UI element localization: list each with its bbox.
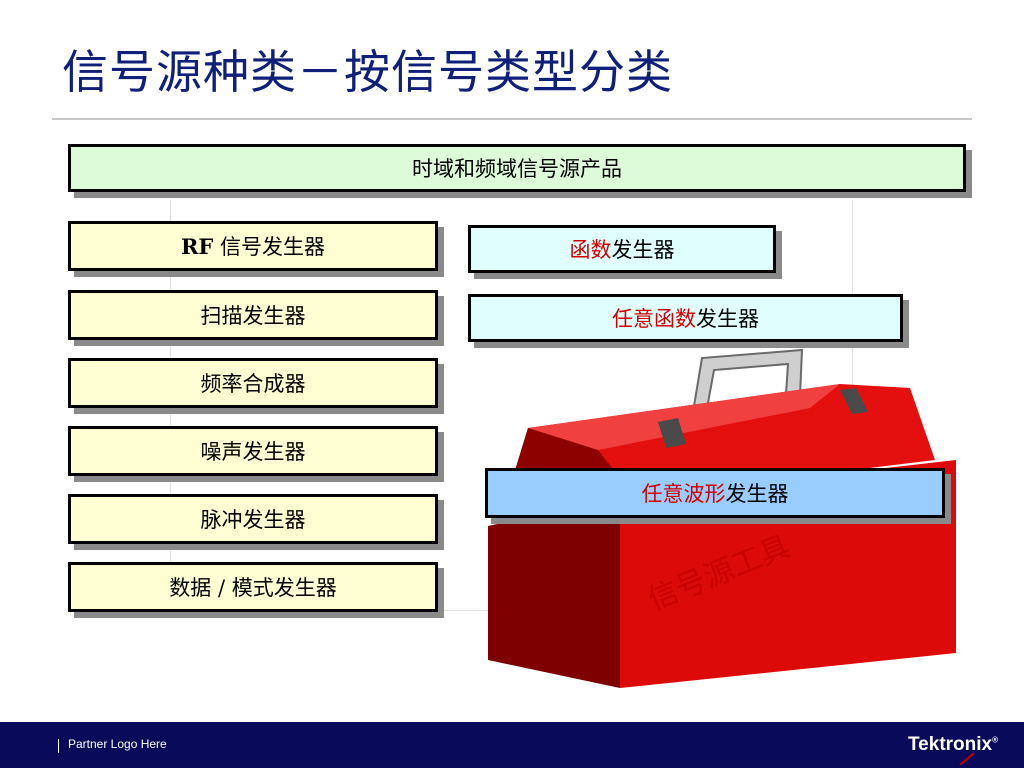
function-generator-highlight: 函数: [569, 238, 612, 262]
rf-signal-generator-box: RF 信号发生器: [68, 221, 438, 271]
page-title: 信号源种类－按信号类型分类: [62, 45, 673, 99]
data-pattern-generator-label: 数据 / 模式发生器: [169, 576, 337, 600]
toolbox-lid-top: [528, 384, 840, 450]
toolbox-latch-left: [658, 418, 686, 448]
sweep-generator-box: 扫描发生器: [68, 290, 438, 340]
rf-prefix: RF: [180, 233, 214, 259]
partner-logo-placeholder: Partner Logo Here: [68, 737, 167, 751]
noise-generator-box: 噪声发生器: [68, 426, 438, 476]
top-category-label: 时域和频域信号源产品: [412, 157, 622, 181]
arbitrary-waveform-generator-suffix: 发生器: [725, 482, 789, 506]
pulse-generator-label: 脉冲发生器: [200, 508, 306, 532]
frequency-synthesizer-label: 频率合成器: [200, 372, 306, 396]
brand-registered-mark: ®: [992, 735, 998, 745]
toolbox-body-side: [488, 498, 620, 688]
sweep-generator-label: 扫描发生器: [200, 304, 306, 328]
tektronix-logo: Tektronix®: [908, 734, 998, 756]
arbitrary-function-generator-suffix: 发生器: [696, 307, 759, 331]
frequency-synthesizer-box: 频率合成器: [68, 358, 438, 408]
title-divider: [52, 118, 972, 120]
toolbox-latch-right: [840, 388, 868, 414]
rf-label: 信号发生器: [220, 235, 326, 259]
function-generator-box: 函数发生器: [468, 225, 776, 273]
brand-name: Tektronix: [907, 734, 993, 755]
data-pattern-generator-box: 数据 / 模式发生器: [68, 562, 438, 612]
noise-generator-label: 噪声发生器: [200, 440, 306, 464]
footer-bar: Partner Logo Here Tektronix®: [0, 722, 1024, 768]
top-category-box: 时域和频域信号源产品: [68, 144, 966, 192]
arbitrary-function-generator-highlight: 任意函数: [612, 307, 696, 331]
arbitrary-waveform-generator-highlight: 任意波形: [641, 482, 726, 506]
arbitrary-function-generator-box: 任意函数发生器: [468, 294, 903, 342]
function-generator-suffix: 发生器: [611, 238, 675, 262]
footer-separator: [58, 739, 59, 753]
arbitrary-waveform-generator-box: 任意波形发生器: [485, 468, 945, 518]
pulse-generator-box: 脉冲发生器: [68, 494, 438, 544]
toolbox-illustration: [488, 348, 956, 688]
